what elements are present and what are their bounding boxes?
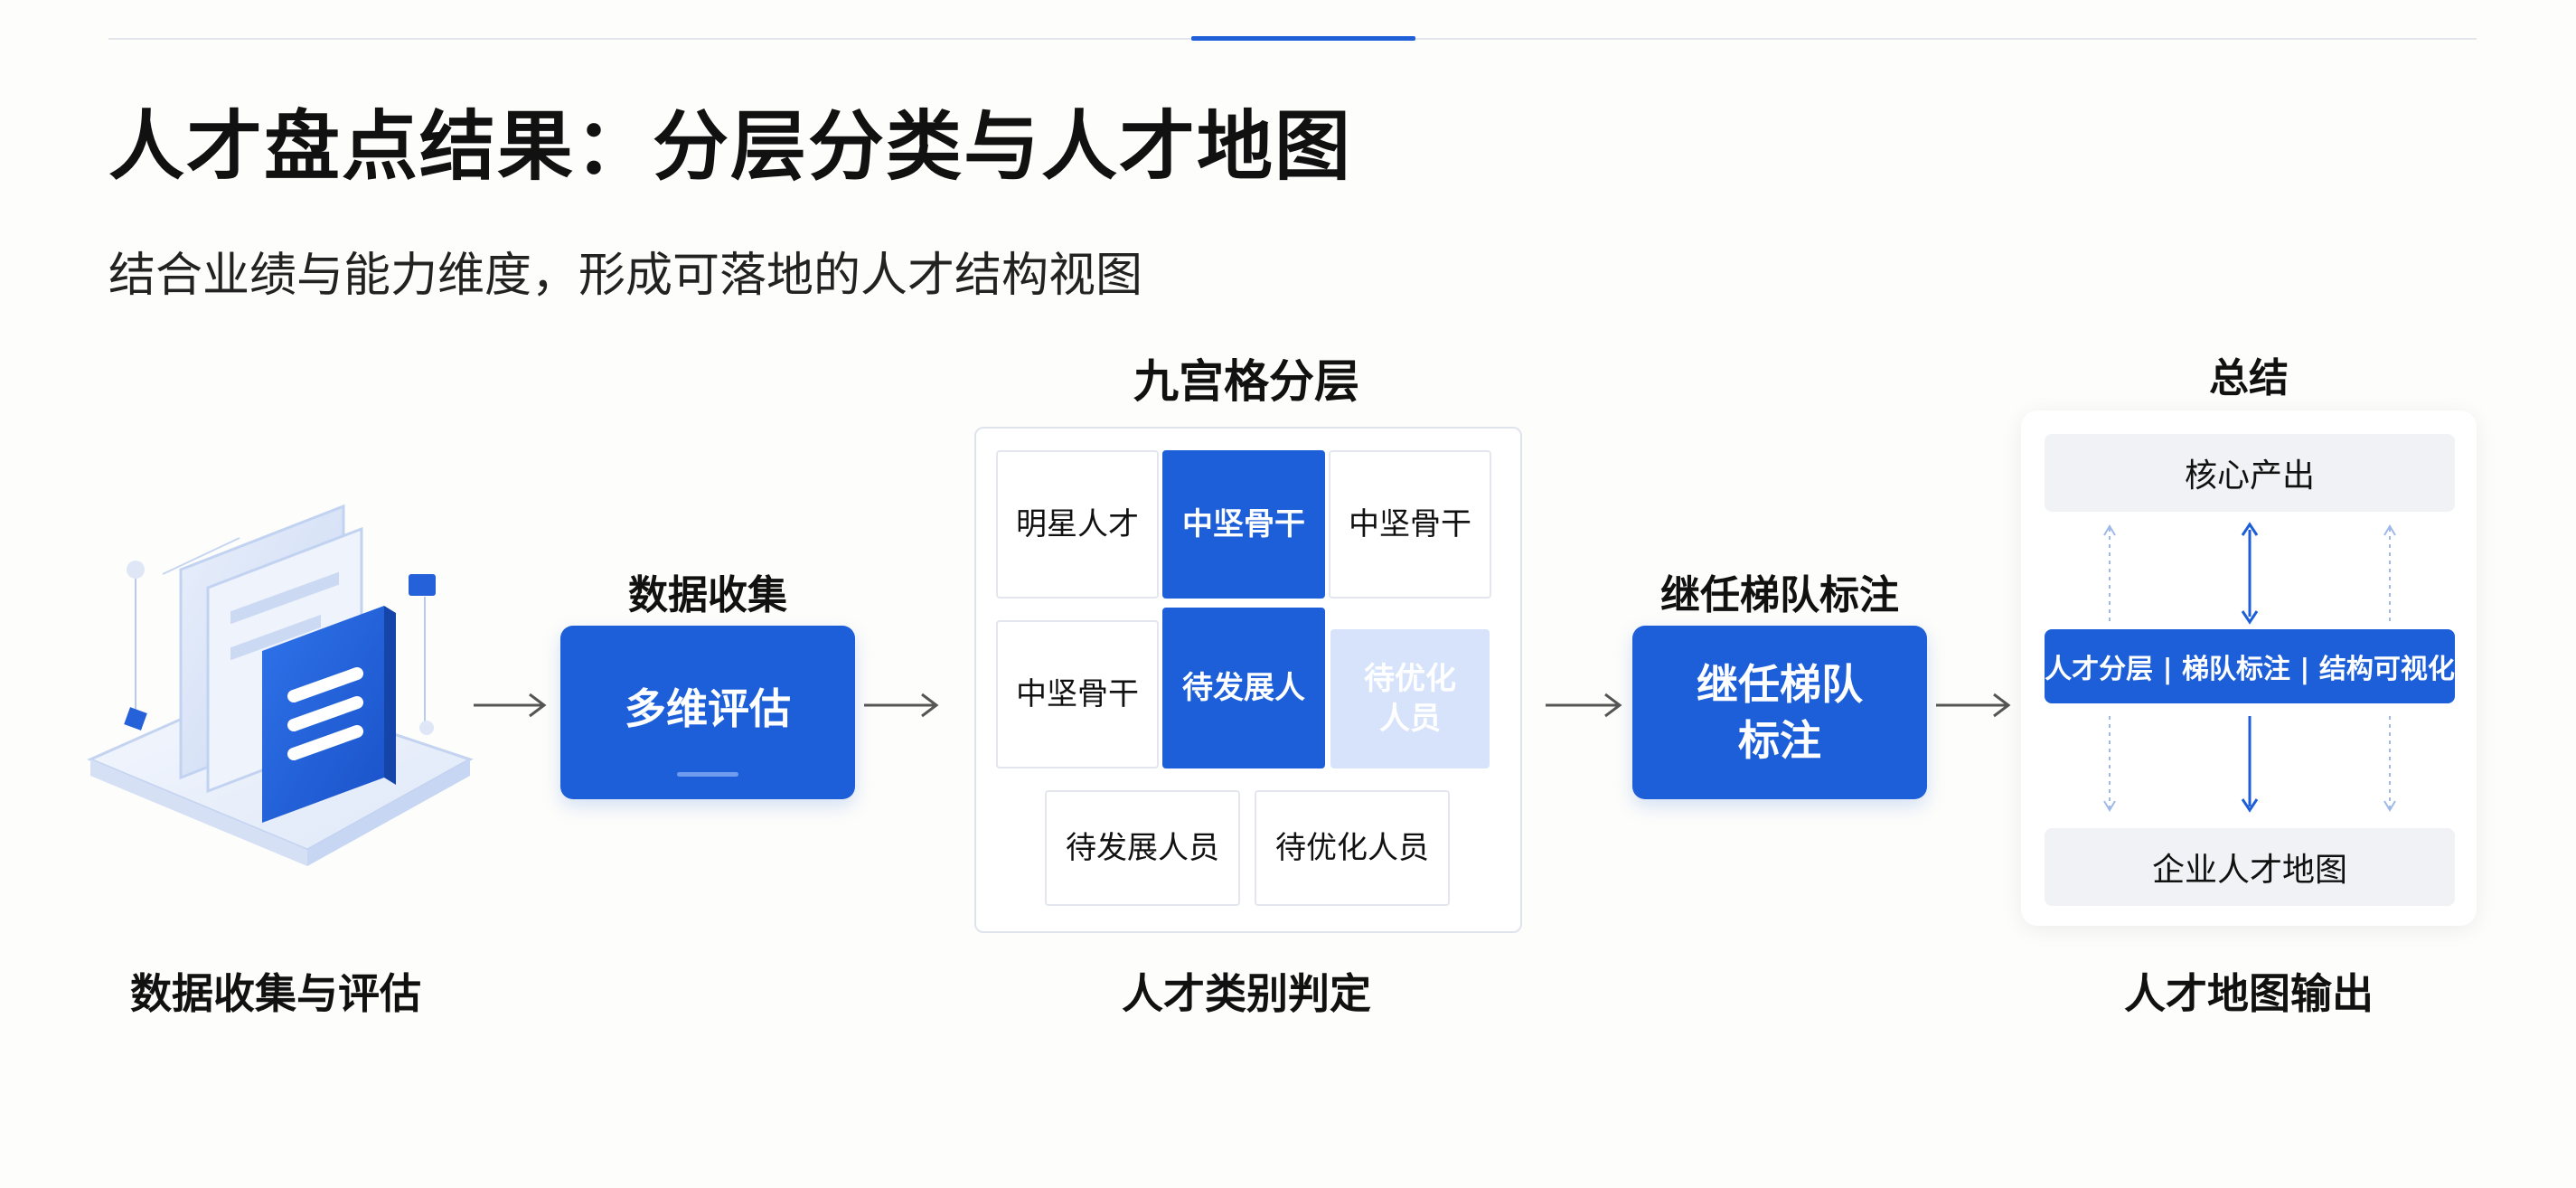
vertical-connector-arrows-icon [2103, 522, 2396, 813]
document-illustration-icon [87, 504, 474, 866]
stage5-caption: 人才地图输出 [2124, 969, 2374, 1018]
core-output-row: 核心产出 [2045, 434, 2455, 512]
multi-eval-box: 多维评估 [560, 626, 855, 799]
grid-cell: 待优化 人员 [1330, 629, 1490, 768]
stage3-caption: 人才类别判定 [1122, 969, 1371, 1018]
arrow-right-icon [1546, 693, 1622, 718]
stage2-label: 数据收集 [628, 572, 787, 618]
arrow-right-icon [474, 693, 547, 718]
summary-highlight-bar: 人才分层 | 梯队标注 | 结构可视化 [2045, 629, 2455, 703]
stage1-caption: 数据收集与评估 [130, 969, 421, 1018]
top-accent-bar [1191, 36, 1415, 41]
grid-cell: 中坚骨干 [1329, 450, 1491, 599]
stage5-label: 总结 [2209, 355, 2289, 401]
stage4-label: 继任梯队标注 [1660, 572, 1899, 618]
grid-cell: 待优化人员 [1255, 790, 1450, 906]
stage3-label: 九宫格分层 [1133, 355, 1359, 408]
grid-cell: 中坚骨干 [996, 620, 1159, 768]
grid-cell: 中坚骨干 [1162, 450, 1325, 599]
arrow-right-icon [864, 693, 939, 718]
box-dash [677, 771, 738, 777]
succession-line2: 标注 [1738, 716, 1821, 765]
talent-map-row: 企业人才地图 [2045, 828, 2455, 906]
page-title: 人才盘点结果：分层分类与人才地图 [108, 102, 1353, 191]
succession-box: 继任梯队 标注 [1632, 626, 1927, 799]
grid-cell: 明星人才 [996, 450, 1159, 599]
grid-cell: 待发展人 [1162, 608, 1325, 768]
grid-cell: 待发展人员 [1045, 790, 1240, 906]
succession-line1: 继任梯队 [1697, 659, 1863, 709]
arrow-right-icon [1936, 693, 2011, 718]
page-subtitle: 结合业绩与能力维度，形成可落地的人才结构视图 [108, 249, 1143, 303]
multi-eval-text: 多维评估 [625, 684, 791, 733]
